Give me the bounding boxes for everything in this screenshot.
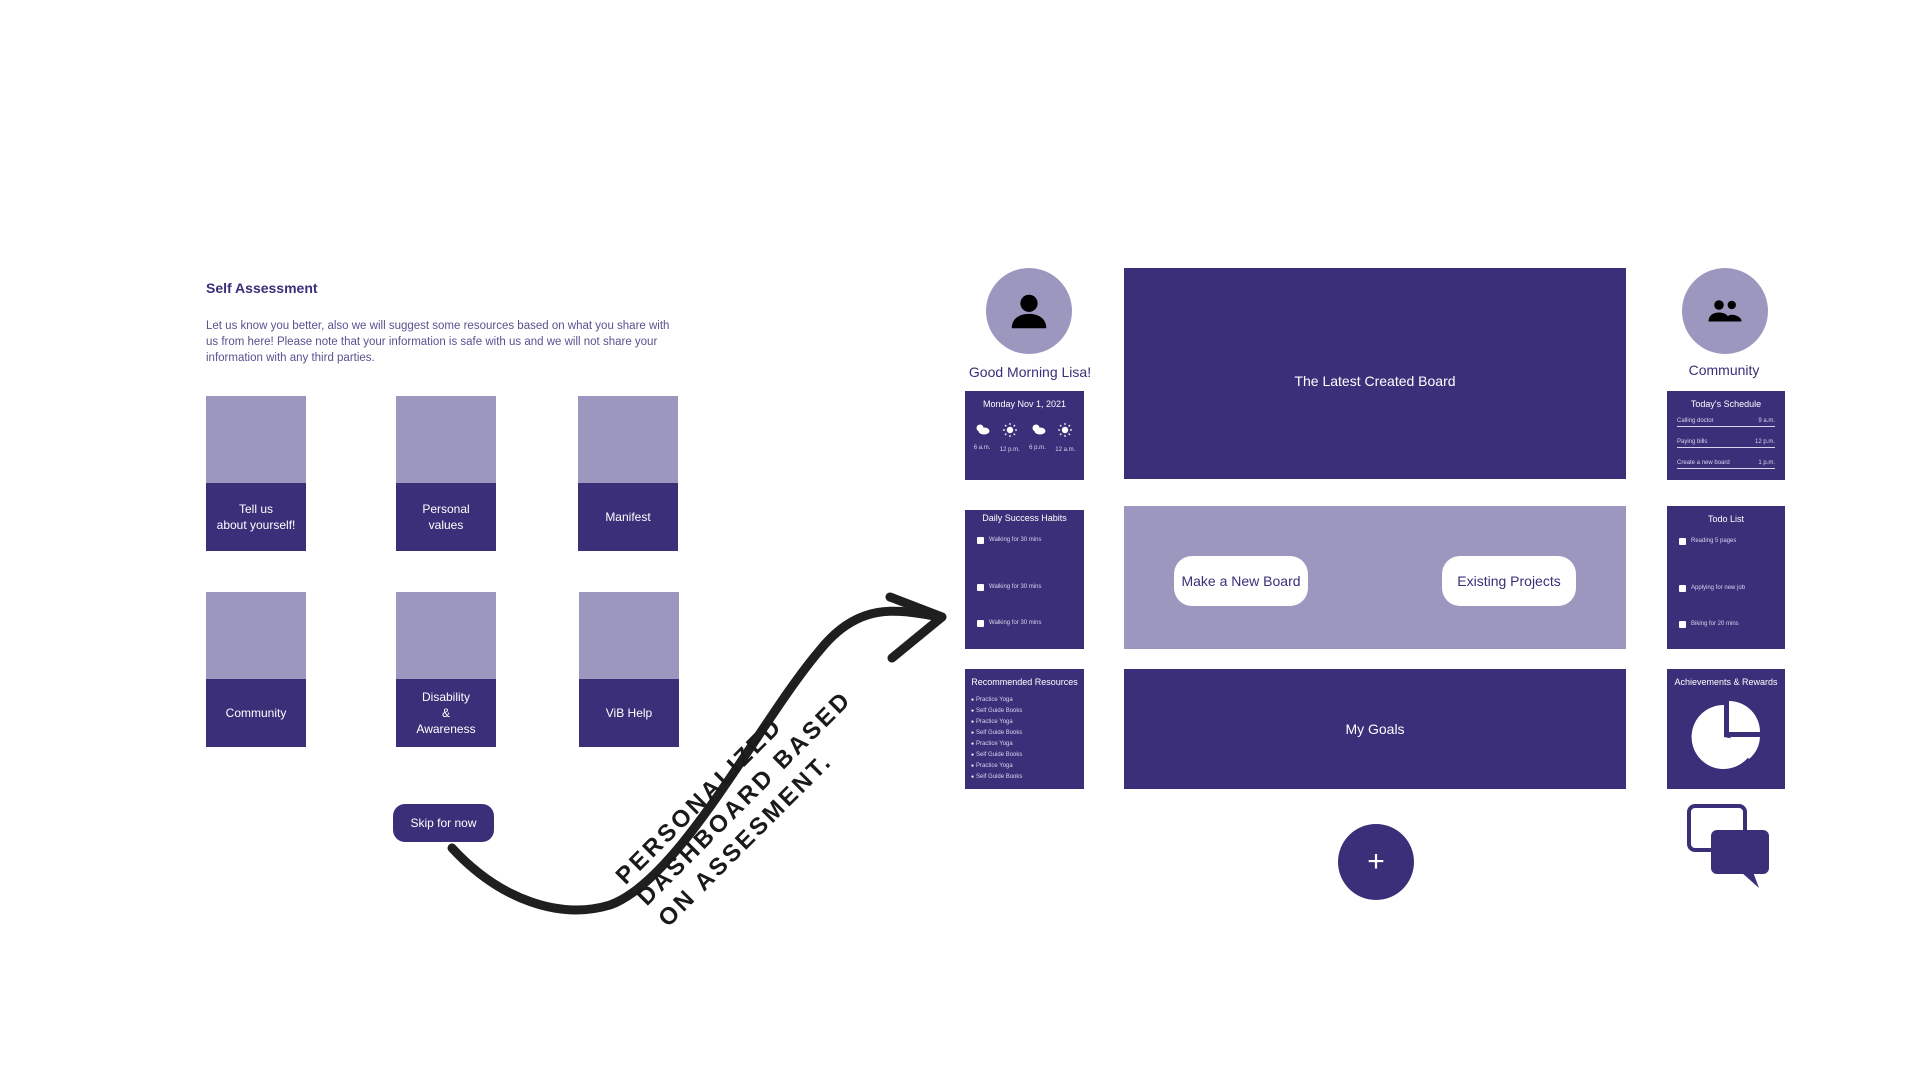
schedule-row[interactable]: Create a new board 1 p.m. <box>1677 451 1775 469</box>
habits-card[interactable]: Daily Success Habits Walking for 30 mins… <box>965 510 1084 649</box>
user-avatar[interactable] <box>986 268 1072 354</box>
community-avatar[interactable] <box>1682 268 1768 354</box>
latest-board-label: The Latest Created Board <box>1294 373 1456 389</box>
tile-image <box>206 396 306 483</box>
add-fab-button[interactable]: + <box>1338 824 1414 900</box>
tile-image <box>579 592 679 679</box>
tile-manifest[interactable]: Manifest <box>578 396 678 551</box>
community-label: Community <box>1688 362 1760 378</box>
partly-cloudy-icon <box>976 424 990 435</box>
todo-label: Applying for new job <box>1691 585 1746 591</box>
resource-item[interactable]: Practice Yoga <box>971 739 1084 750</box>
todo-title: Todo List <box>1707 514 1745 524</box>
tile-label: Manifest <box>605 510 651 524</box>
arrow-head <box>885 592 947 663</box>
checkbox[interactable] <box>977 619 984 627</box>
resource-item[interactable]: Practice Yoga <box>971 695 1084 706</box>
habit-item[interactable]: Walking for 30 mins <box>977 569 1084 605</box>
tile-label: Personal values <box>422 502 470 532</box>
todo-item[interactable]: Applying for new job <box>1679 570 1785 606</box>
partly-cloudy-icon <box>1032 424 1046 435</box>
schedule-time: 12 p.m. <box>1754 439 1775 445</box>
tile-vib-help[interactable]: ViB Help <box>579 592 679 747</box>
todo-label: Reading 5 pages <box>1691 538 1737 544</box>
todo-label: Biking for 20 mins <box>1691 621 1739 627</box>
tile-image <box>206 592 306 679</box>
achievements-card[interactable]: Achievements & Rewards <box>1667 669 1785 789</box>
resource-item[interactable]: Self Guide Books <box>971 706 1084 717</box>
schedule-task: Paying bills <box>1677 439 1708 445</box>
make-new-board-button[interactable]: Make a New Board <box>1174 556 1308 606</box>
weather-time: 12 p.m. <box>999 447 1020 453</box>
tile-tell-us[interactable]: Tell us about yourself! <box>206 396 306 551</box>
resources-list: Practice Yoga Self Guide Books Practice … <box>971 695 1084 783</box>
greeting-text: Good Morning Lisa! <box>968 364 1092 380</box>
tile-personal-values[interactable]: Personal values <box>396 396 496 551</box>
todo-item[interactable]: Reading 5 pages <box>1679 534 1785 548</box>
my-goals-card[interactable]: My Goals <box>1124 669 1626 789</box>
my-goals-label: My Goals <box>1345 721 1405 737</box>
habit-item[interactable]: Walking for 30 mins <box>977 605 1084 641</box>
weather-date: Monday Nov 1, 2021 <box>982 399 1067 409</box>
pie-chart-icon <box>1691 701 1760 769</box>
weather-time: 6 a.m. <box>973 445 991 451</box>
resource-item[interactable]: Self Guide Books <box>971 728 1084 739</box>
board-actions-panel: Make a New Board Existing Projects <box>1124 506 1626 649</box>
schedule-row[interactable]: Paying bills 12 p.m. <box>1677 430 1775 448</box>
schedule-task: Create a new board <box>1677 460 1730 466</box>
tile-image <box>396 592 496 679</box>
habit-label: Walking for 30 mins <box>989 620 1042 626</box>
resource-item[interactable]: Practice Yoga <box>971 717 1084 728</box>
group-icon <box>1708 300 1742 322</box>
latest-board-card[interactable]: The Latest Created Board <box>1124 268 1626 479</box>
existing-projects-button[interactable]: Existing Projects <box>1442 556 1576 606</box>
achievements-title: Achievements & Rewards <box>1674 677 1778 687</box>
todo-card[interactable]: Todo List Reading 5 pages Applying for n… <box>1667 506 1785 649</box>
sun-icon <box>1002 423 1017 437</box>
schedule-time: 9 a.m. <box>1758 418 1775 424</box>
tile-label: Community <box>225 706 287 720</box>
self-assessment-description: Let us know you better, also we will sug… <box>206 320 670 364</box>
schedule-card[interactable]: Today's Schedule Calling doctor 9 a.m. Pa… <box>1667 391 1785 480</box>
todo-item[interactable]: Biking for 20 mins <box>1679 606 1785 642</box>
skip-for-now-button[interactable]: Skip for now <box>393 804 494 842</box>
tile-image <box>578 396 678 483</box>
checkbox[interactable] <box>1679 620 1686 628</box>
self-assessment-title: Self Assessment <box>206 280 318 296</box>
tile-community[interactable]: Community <box>206 592 306 747</box>
checkbox[interactable] <box>1679 537 1686 545</box>
schedule-time: 1 p.m. <box>1758 460 1775 466</box>
tile-image <box>396 396 496 483</box>
resources-card[interactable]: Recommended Resources Practice Yoga Self… <box>965 669 1084 789</box>
weather-time: 6 p.m. <box>1029 445 1046 451</box>
checkbox[interactable] <box>1679 584 1686 592</box>
habit-label: Walking for 30 mins <box>989 584 1042 590</box>
arrow-shaft <box>447 606 945 915</box>
tile-label: Disability & Awareness <box>416 690 476 736</box>
tile-label: ViB Help <box>605 706 653 720</box>
tile-label: Tell us about yourself! <box>216 502 296 532</box>
checkbox[interactable] <box>977 583 984 591</box>
resource-item[interactable]: Self Guide Books <box>971 772 1084 783</box>
user-icon <box>1011 294 1047 329</box>
weather-time: 12 a.m. <box>1055 447 1076 453</box>
resource-item[interactable]: Practice Yoga <box>971 761 1084 772</box>
chat-icon[interactable] <box>1687 804 1773 890</box>
checkbox[interactable] <box>977 536 984 544</box>
sun-icon <box>1058 423 1073 437</box>
schedule-title: Today's Schedule <box>1690 399 1762 409</box>
habit-item[interactable]: Walking for 30 mins <box>977 533 1084 547</box>
weather-card[interactable]: Monday Nov 1, 2021 6 a.m. 12 p.m. 6 p.m. <box>965 391 1084 480</box>
schedule-task: Calling doctor <box>1677 418 1714 424</box>
tile-disability-awareness[interactable]: Disability & Awareness <box>396 592 496 747</box>
resources-title: Recommended Resources <box>971 677 1078 687</box>
habits-title: Daily Success Habits <box>982 513 1067 523</box>
schedule-row[interactable]: Calling doctor 9 a.m. <box>1677 409 1775 427</box>
habit-label: Walking for 30 mins <box>989 537 1042 543</box>
resource-item[interactable]: Self Guide Books <box>971 750 1084 761</box>
